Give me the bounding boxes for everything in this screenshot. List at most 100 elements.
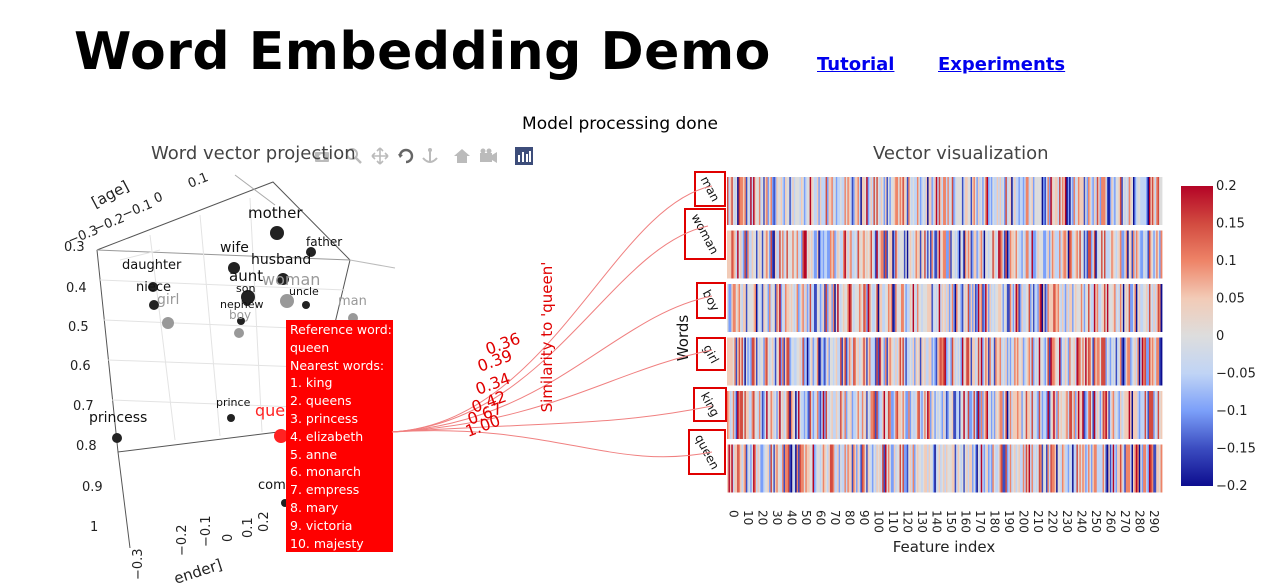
heatmap-row-king[interactable] bbox=[727, 391, 1163, 439]
heatmap-cell bbox=[990, 284, 993, 332]
point-marker[interactable] bbox=[148, 282, 158, 292]
heatmap-cell bbox=[1051, 284, 1054, 332]
heatmap-row-man[interactable] bbox=[727, 177, 1163, 225]
point-marker[interactable] bbox=[277, 273, 289, 285]
heatmap-cell bbox=[985, 337, 987, 386]
word-point-aunt[interactable]: aunt bbox=[229, 267, 263, 304]
point-marker[interactable] bbox=[270, 226, 284, 240]
heatmap-row-boy[interactable] bbox=[727, 284, 1163, 332]
heatmap-cell bbox=[845, 444, 848, 493]
word-point-wife[interactable]: wife bbox=[220, 240, 249, 274]
heatmap-cell bbox=[1151, 177, 1154, 225]
heatmap-cell bbox=[1140, 391, 1143, 439]
plotly-logo-icon[interactable] bbox=[514, 146, 534, 166]
word-point-prince[interactable]: prince bbox=[216, 396, 251, 422]
heatmap-cell bbox=[763, 337, 766, 386]
point-marker[interactable] bbox=[280, 294, 294, 308]
heatmap-cell bbox=[841, 444, 844, 493]
heatmap-cell bbox=[1146, 337, 1148, 386]
heatmap-cell bbox=[1099, 177, 1102, 225]
heatmap-cell bbox=[1111, 177, 1114, 225]
turntable-rotation-icon[interactable] bbox=[420, 146, 440, 166]
gender-tick-label: 0.1 bbox=[241, 517, 256, 538]
heatmap-cell bbox=[896, 444, 899, 493]
word-point-girl[interactable]: girl bbox=[157, 292, 179, 329]
word-label-man: man bbox=[694, 171, 726, 207]
heatmap-cell bbox=[843, 230, 845, 279]
heatmap-cell bbox=[822, 444, 825, 493]
word-point-father[interactable]: father bbox=[306, 235, 342, 257]
word-point-princess[interactable]: princess bbox=[89, 410, 147, 443]
heatmap-cell bbox=[930, 284, 932, 332]
point-marker[interactable] bbox=[237, 317, 245, 325]
word-point-daughter[interactable]: daughter bbox=[122, 258, 182, 292]
heatmap-cell bbox=[1044, 177, 1047, 225]
heatmap-cell bbox=[864, 391, 867, 439]
heatmap-cell bbox=[799, 444, 802, 493]
heatmap-cell bbox=[828, 391, 831, 439]
tutorial-link[interactable]: Tutorial bbox=[817, 54, 895, 75]
heatmap-cell bbox=[1130, 177, 1132, 225]
heatmap-cell bbox=[850, 444, 853, 493]
heatmap-cell bbox=[841, 177, 844, 225]
word-point-niece[interactable]: niece bbox=[136, 280, 171, 310]
word-point-boy[interactable]: boy bbox=[229, 308, 251, 338]
heatmap-cell bbox=[908, 177, 911, 225]
point-marker[interactable] bbox=[243, 298, 251, 306]
heatmap-cell bbox=[829, 284, 832, 332]
heatmap-cell bbox=[766, 391, 768, 439]
point-marker[interactable] bbox=[234, 328, 244, 338]
experiments-link[interactable]: Experiments bbox=[938, 54, 1066, 75]
heatmap-row-woman[interactable] bbox=[727, 230, 1163, 279]
heatmap-cell bbox=[960, 444, 963, 493]
camera-icon[interactable] bbox=[312, 146, 332, 166]
heatmap-cell bbox=[740, 177, 742, 225]
heatmap-cell bbox=[911, 177, 913, 225]
heatmap-cell bbox=[864, 444, 867, 493]
heatmap-cell bbox=[1127, 337, 1130, 386]
point-marker[interactable] bbox=[306, 247, 316, 257]
reset-camera-icon[interactable] bbox=[452, 146, 472, 166]
word-point-que[interactable]: que bbox=[255, 401, 288, 443]
word-point-woman[interactable]: woman bbox=[262, 270, 320, 308]
point-marker[interactable] bbox=[112, 433, 122, 443]
heatmap-cell bbox=[782, 337, 784, 386]
point-label: wife bbox=[220, 240, 249, 256]
heatmap-cell bbox=[858, 284, 861, 332]
point-marker[interactable] bbox=[274, 429, 288, 443]
pan-icon[interactable] bbox=[370, 146, 390, 166]
point-marker[interactable] bbox=[149, 300, 159, 310]
heatmap-cell bbox=[1134, 337, 1137, 386]
word-point-son[interactable]: son bbox=[236, 282, 255, 306]
zoom-icon[interactable] bbox=[344, 146, 364, 166]
heatmap-cell bbox=[792, 337, 795, 386]
heatmap-row-queen[interactable] bbox=[727, 444, 1163, 493]
heatmap-cell bbox=[1046, 391, 1048, 439]
word-point-nephew[interactable]: nephew bbox=[220, 298, 263, 325]
heatmap-cell bbox=[812, 391, 815, 439]
heatmap-cell bbox=[1124, 391, 1127, 439]
word-point-uncle[interactable]: uncle bbox=[289, 285, 319, 309]
heatmap-cell bbox=[1082, 391, 1085, 439]
word-point-mother[interactable]: mother bbox=[248, 204, 303, 240]
orbit-rotation-icon[interactable] bbox=[396, 146, 416, 166]
heatmap-cell bbox=[728, 230, 731, 279]
heatmap-row-girl[interactable] bbox=[727, 337, 1163, 386]
point-marker[interactable] bbox=[228, 262, 240, 274]
heatmap-cell bbox=[961, 284, 964, 332]
heatmap-cell bbox=[838, 177, 841, 225]
heatmap-cell bbox=[1138, 230, 1141, 279]
point-marker[interactable] bbox=[227, 414, 235, 422]
heatmap-cell bbox=[959, 444, 961, 493]
heatmap-cell bbox=[1043, 337, 1045, 386]
heatmap-cell bbox=[1154, 177, 1157, 225]
point-marker[interactable] bbox=[302, 301, 310, 309]
point-marker[interactable] bbox=[162, 317, 174, 329]
word-point-husband[interactable]: husband bbox=[251, 252, 311, 285]
heatmap-cell bbox=[1053, 177, 1056, 225]
heatmap-cell bbox=[738, 230, 741, 279]
heatmap-cell bbox=[909, 337, 912, 386]
heatmap-cell bbox=[869, 177, 871, 225]
reset-last-view-icon[interactable] bbox=[478, 146, 498, 166]
